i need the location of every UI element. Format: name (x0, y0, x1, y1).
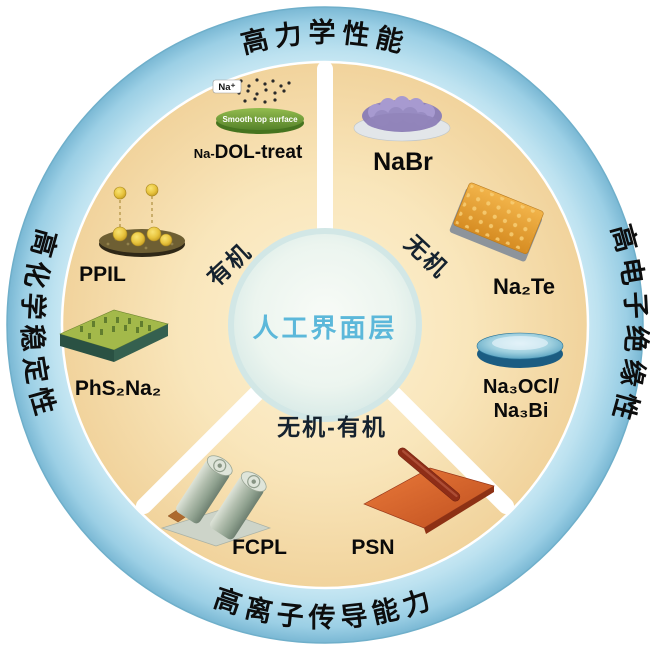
na3ocl-caption: Na₃OCl/ Na₃Bi (462, 376, 580, 423)
purple-film-front (366, 113, 438, 131)
smooth-surface-text: Smooth top surface (222, 115, 298, 124)
phs2na2-illustration (59, 309, 169, 362)
yellow-ball (113, 186, 127, 200)
center-circle (234, 234, 416, 416)
divider-bottom-right (384, 384, 515, 515)
red-sheet-edge (424, 486, 494, 534)
yellow-ball (159, 233, 173, 247)
dol-treat-caption-main: DOL-treat (214, 142, 303, 163)
dol-treat-illustration: Na⁺ Smooth top surface (212, 78, 304, 134)
yellow-ball (112, 226, 128, 242)
ring-structure (6, 6, 644, 644)
ppil-illustration (99, 183, 185, 257)
phs2na2-caption: PhS₂Na₂ (74, 377, 162, 400)
ion-label-box (212, 79, 242, 94)
rolled-film-1 (176, 455, 233, 524)
yellow-ball (130, 231, 146, 247)
slab-right-face (114, 324, 168, 362)
ion-label: Na⁺ (218, 82, 235, 93)
psn-illustration (363, 447, 495, 534)
fcpl-caption: FCPL (232, 536, 287, 559)
divider-top (317, 61, 333, 237)
na3ocl-caption-line1: Na₃OCl/ (483, 376, 559, 398)
dol-treat-caption-prefix: Na- (193, 146, 215, 161)
divider-bottom-left (135, 384, 266, 515)
fcpl-illustration (160, 455, 272, 547)
na3ocl-illustration (476, 332, 564, 368)
rolled-film-2 (210, 471, 267, 540)
green-disc (216, 108, 304, 130)
center-title: 人工界面层 (252, 313, 398, 343)
sector-label-hybrid: 无机-有机 (277, 414, 387, 440)
blue-disc-highlight (492, 336, 548, 350)
nabr-illustration (353, 96, 451, 142)
na2te-caption: Na₂Te (493, 274, 555, 299)
yellow-ball (146, 226, 162, 242)
dol-treat-caption: Na-DOL-treat (158, 142, 338, 164)
na2te-illustration (449, 182, 544, 262)
na3ocl-caption-line2: Na₃Bi (493, 399, 549, 422)
ppil-caption: PPIL (79, 263, 126, 286)
psn-caption: PSN (351, 536, 395, 559)
nabr-caption: NaBr (373, 148, 433, 176)
roller-rod (397, 447, 461, 502)
slab-texture (80, 317, 151, 339)
slab-left-face (60, 334, 114, 362)
orange-slab-texture (455, 184, 542, 253)
sector-dividers (135, 61, 515, 515)
yellow-ball (145, 183, 159, 197)
